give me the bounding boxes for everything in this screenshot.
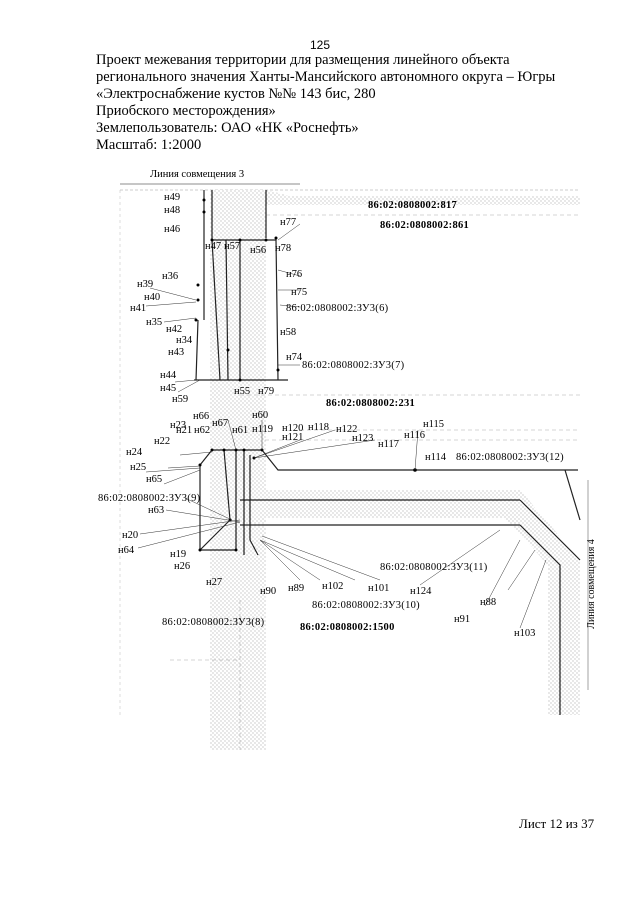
- cadastral-zu6: 86:02:0808002:ЗУ3(6): [286, 303, 389, 314]
- corridor-top: [266, 190, 580, 205]
- point-label: н23: [170, 420, 186, 431]
- point-label: н65: [146, 474, 162, 485]
- parcel-boundaries: [194, 190, 581, 715]
- point-label: н124: [410, 586, 432, 597]
- point-label: н103: [514, 628, 535, 639]
- match-line-3-label: Линия совмещения 3: [150, 169, 244, 180]
- document-header: Проект межевания территории для размещен…: [96, 52, 576, 154]
- header-line-4: Приобского месторождения»: [96, 103, 276, 119]
- point-label: н39: [137, 279, 153, 290]
- point-label: н46: [164, 224, 180, 235]
- corridor-corner: [248, 490, 580, 715]
- point-label: н47: [205, 241, 221, 252]
- cadastral-231: 86:02:0808002:231: [326, 398, 415, 409]
- point-label: н90: [260, 586, 276, 597]
- header-line-6: Масштаб: 1:2000: [96, 137, 202, 153]
- cadastral-zu11: 86:02:0808002:ЗУ3(11): [380, 562, 488, 573]
- point-label: н61: [232, 425, 248, 436]
- point-label: н74: [286, 352, 303, 363]
- cadastral-zu7: 86:02:0808002:ЗУ3(7): [302, 360, 405, 371]
- leader-lines: [137, 223, 547, 629]
- cadastral-1500: 86:02:0808002:1500: [300, 622, 395, 633]
- point-label: н88: [480, 597, 496, 608]
- point-label: н59: [172, 394, 188, 405]
- point-label: н56: [250, 245, 266, 256]
- boundary-points: [194, 198, 417, 552]
- header-line-3: «Электроснабжение кустов №№ 143 бис, 280: [96, 86, 376, 102]
- header-line-2: регионального значения Ханты-Мансийского…: [96, 69, 556, 85]
- point-label: н44: [160, 370, 177, 381]
- point-label: н21: [176, 425, 192, 436]
- cadastral-zu9: 86:02:0808002:ЗУ3(9): [98, 493, 201, 504]
- point-label: н67: [212, 418, 228, 429]
- point-label: н58: [280, 327, 296, 338]
- point-label: н20: [122, 530, 138, 541]
- cadastral-zu12: 86:02:0808002:ЗУ3(12): [456, 452, 564, 463]
- point-label: н48: [164, 205, 180, 216]
- point-label: н118: [308, 422, 329, 433]
- point-label: н117: [378, 439, 399, 450]
- point-label: н43: [168, 347, 184, 358]
- point-label: н63: [148, 505, 164, 516]
- cadastral-817: 86:02:0808002:817: [368, 200, 457, 211]
- point-label: н91: [454, 614, 470, 625]
- background-lines: [170, 214, 580, 750]
- point-label: н42: [166, 324, 182, 335]
- point-label: н22: [154, 436, 170, 447]
- cadastral-zu10: 86:02:0808002:ЗУ3(10): [312, 600, 420, 611]
- point-label: н34: [176, 335, 193, 346]
- point-label: н77: [280, 217, 296, 228]
- sheet-number: Лист 12 из 37: [519, 816, 595, 831]
- point-label: н120: [282, 423, 303, 434]
- point-label: н26: [174, 561, 190, 572]
- point-label: н27: [206, 577, 222, 588]
- point-label: н41: [130, 303, 146, 314]
- point-label: н45: [160, 383, 176, 394]
- point-label: н122: [336, 424, 357, 435]
- point-label: н119: [252, 424, 273, 435]
- header-line-1: Проект межевания территории для размещен…: [96, 52, 510, 68]
- point-label: н101: [368, 583, 389, 594]
- header-line-5: Землепользователь: ОАО «НК «Роснефть»: [96, 120, 359, 136]
- point-label: н49: [164, 192, 180, 203]
- cadastral-861: 86:02:0808002:861: [380, 220, 469, 231]
- point-label: н64: [118, 545, 135, 556]
- point-label: н121: [282, 432, 303, 443]
- cadastral-zu8: 86:02:0808002:ЗУ3(8): [162, 617, 265, 628]
- point-label: н62: [194, 425, 210, 436]
- point-label: н76: [286, 269, 302, 280]
- point-label: н89: [288, 583, 304, 594]
- point-label: н115: [423, 419, 444, 430]
- point-label: н24: [126, 447, 143, 458]
- point-label: н75: [291, 287, 307, 298]
- point-label: н60: [252, 410, 268, 421]
- point-label: н123: [352, 433, 373, 444]
- point-label: н36: [162, 271, 178, 282]
- point-label: н57: [224, 241, 240, 252]
- point-label: н102: [322, 581, 343, 592]
- match-line-4-label: Линия совмещения 4: [586, 539, 597, 629]
- point-label: н19: [170, 549, 186, 560]
- page-number: 125: [309, 38, 331, 52]
- point-label: н116: [404, 430, 425, 441]
- point-label: н78: [275, 243, 291, 254]
- point-label: н40: [144, 292, 160, 303]
- point-label: н66: [193, 411, 209, 422]
- point-label: н79: [258, 386, 274, 397]
- point-label: н55: [234, 386, 250, 397]
- corridor-vertical: [210, 190, 266, 750]
- point-label: н114: [425, 452, 447, 463]
- point-label: н35: [146, 317, 162, 328]
- point-label: н25: [130, 462, 146, 473]
